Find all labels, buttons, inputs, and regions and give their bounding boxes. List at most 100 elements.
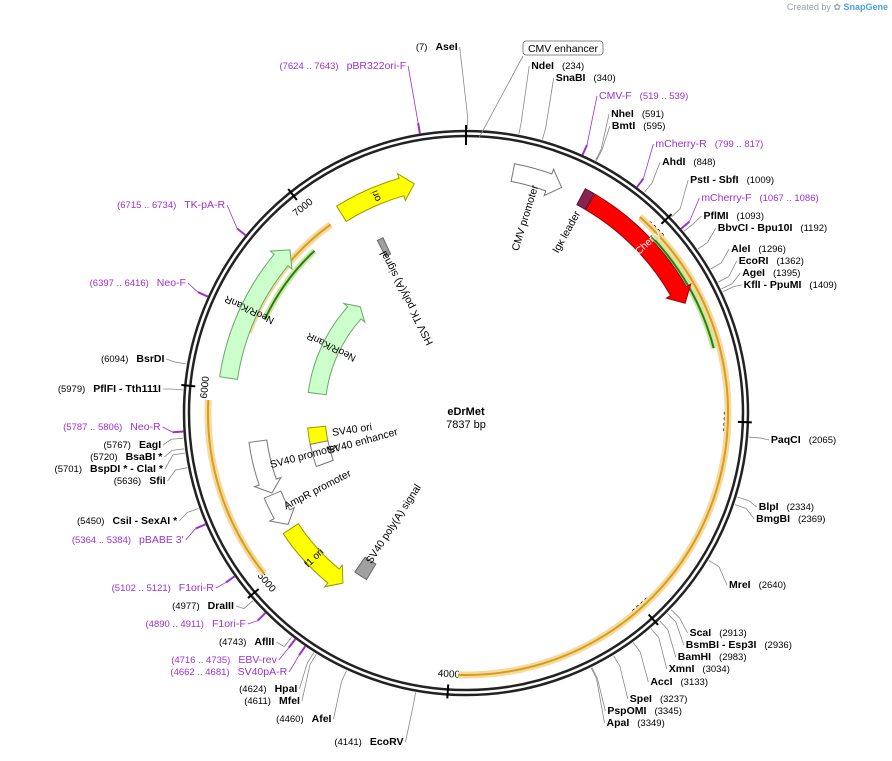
- enzyme-name: EagI: [139, 439, 161, 451]
- enzyme-site[interactable]: (6094)BsrDI: [101, 353, 187, 365]
- feature-ampr-promoter[interactable]: AmpR promoter: [263, 467, 354, 525]
- primer-name: mCherry-R: [655, 138, 707, 150]
- enzyme-site[interactable]: (5636)SfiI: [114, 467, 188, 487]
- enzyme-site[interactable]: (5720)BsaBI *: [90, 448, 185, 463]
- feature-label: SV40 poly(A) signal: [364, 482, 424, 566]
- enzyme-name: HpaI: [275, 683, 298, 695]
- enzyme-leader: [697, 241, 708, 250]
- feature-cmv-promoter[interactable]: CMV promoter: [510, 163, 563, 253]
- feature-hsv-tk-poly-a-signal[interactable]: HSV TK poly(A) signal: [376, 237, 436, 347]
- enzyme-leader: [405, 704, 414, 743]
- enzyme-label: (4611)MfeI: [244, 695, 300, 707]
- enzyme-position: (6094): [101, 354, 128, 365]
- enzyme-site[interactable]: EcoRI(1362): [717, 255, 804, 283]
- enzyme-leader: [708, 560, 720, 567]
- feature-sv40-poly-a-signal[interactable]: SV40 poly(A) signal: [354, 482, 424, 581]
- enzyme-site[interactable]: (5767)EagI: [104, 437, 184, 451]
- enzyme-site[interactable]: ScaI(2913): [670, 609, 747, 639]
- enzyme-name: AgeI: [742, 267, 765, 279]
- primer-leader: [247, 620, 258, 625]
- primer-site[interactable]: (5364 .. 5384)pBABE 3': [72, 523, 207, 546]
- enzyme-site[interactable]: PstI - SbfI(1009): [671, 174, 774, 218]
- enzyme-leader: [518, 122, 522, 135]
- primer-site[interactable]: (6397 .. 6416)Neo-F: [90, 277, 209, 298]
- feature-f1-ori[interactable]: f1 ori: [282, 523, 344, 588]
- enzyme-name: PaqCI: [771, 434, 801, 446]
- primer-site[interactable]: (4716 .. 4735)EBV-rev: [171, 638, 297, 666]
- primer-site[interactable]: (5102 .. 5121)F1ori-R: [112, 575, 236, 594]
- enzyme-site[interactable]: (4141)EcoRV: [334, 692, 417, 748]
- enzyme-leader: [718, 566, 728, 586]
- enzyme-position: (340): [593, 73, 615, 84]
- enzyme-site[interactable]: (4977)DraIII: [172, 600, 254, 612]
- primer-site[interactable]: (4662 .. 4681)SV40pA-R: [170, 645, 307, 678]
- primer-name: Neo-R: [130, 421, 161, 433]
- boxed-feature-label[interactable]: CMV enhancer: [478, 40, 604, 138]
- enzyme-leader: [178, 512, 188, 522]
- tick-mark: [660, 213, 673, 225]
- primer-mark: [236, 227, 247, 237]
- enzyme-position: (3034): [702, 664, 729, 675]
- enzyme-leader: [235, 605, 245, 610]
- primer-name: pBR322ori-F: [347, 60, 407, 72]
- enzyme-leader: [596, 149, 603, 161]
- enzyme-site[interactable]: AgeI(1395): [721, 267, 800, 290]
- enzyme-site[interactable]: NheI(591): [595, 108, 664, 161]
- enzyme-site[interactable]: BmtI(595): [596, 120, 665, 161]
- feature-shape: [376, 237, 392, 258]
- enzyme-site[interactable]: (7)AseI: [416, 41, 469, 130]
- enzyme-site[interactable]: BsmBI - Esp3I(2936): [666, 613, 792, 651]
- primer-site[interactable]: (6715 .. 6734)TK-pA-R: [117, 199, 247, 237]
- primer-site[interactable]: (7624 .. 7643)pBR322ori-F: [279, 60, 421, 134]
- enzyme-leader: [658, 637, 668, 670]
- enzyme-site[interactable]: SnaBI (340): [542, 72, 616, 140]
- enzyme-site[interactable]: AccI(3133): [632, 642, 708, 688]
- enzyme-site[interactable]: (4624)HpaI: [239, 652, 315, 695]
- enzyme-site[interactable]: (5701)BspDI * - ClaI *: [55, 452, 185, 475]
- enzyme-site[interactable]: SpeI(3237): [613, 655, 688, 705]
- enzyme-site[interactable]: PaqCI(2065): [748, 434, 836, 446]
- enzyme-site[interactable]: KflI - PpuMI(1409): [722, 279, 837, 293]
- enzyme-site[interactable]: BlpI(2334): [737, 496, 814, 513]
- primer-position: (5102 .. 5121): [112, 583, 171, 594]
- enzyme-site[interactable]: PflMI(1093): [683, 210, 764, 232]
- enzyme-site[interactable]: (4743)AflII: [219, 636, 292, 648]
- enzyme-site[interactable]: AhdI(848): [644, 156, 716, 193]
- enzyme-site[interactable]: AleI(1296): [710, 243, 786, 270]
- enzyme-leader: [651, 161, 661, 183]
- enzyme-site[interactable]: (4611)MfeI: [244, 654, 317, 707]
- enzyme-site[interactable]: (5450)CsiI - SexAI *: [77, 508, 199, 527]
- primer-site[interactable]: mCherry-R(799 .. 817): [635, 138, 764, 188]
- enzyme-site[interactable]: BamHI(2983): [659, 620, 747, 663]
- enzyme-site[interactable]: (4460)AfeI: [276, 670, 347, 725]
- enzyme-leader: [164, 450, 173, 458]
- feature-ig-leader[interactable]: Igκ leader: [550, 188, 595, 255]
- primer-label: (4662 .. 4681)SV40pA-R: [170, 666, 287, 678]
- primer-site[interactable]: (4890 .. 4911)F1ori-F: [146, 612, 267, 630]
- enzyme-leader: [164, 454, 174, 470]
- enzyme-site[interactable]: ApaI(3349): [590, 667, 665, 729]
- enzyme-name: SnaBI: [556, 72, 586, 84]
- enzyme-site[interactable]: XmnI(3034): [650, 628, 730, 675]
- feature-neor-kanr[interactable]: NeoR/KanR: [305, 302, 366, 396]
- feature-ori[interactable]: ori: [335, 172, 415, 223]
- enzyme-label: (5767)EagI: [104, 439, 162, 451]
- primer-name: EBV-rev: [238, 654, 277, 666]
- enzyme-name: PspOMI: [607, 705, 646, 717]
- enzyme-site[interactable]: BbvCI - Bpu10I(1192): [697, 222, 827, 250]
- enzyme-leader: [644, 182, 653, 193]
- enzyme-site[interactable]: BmgBI(2369): [734, 504, 826, 525]
- enzyme-position: (1296): [758, 244, 785, 255]
- primer-site[interactable]: CMV-F(519 .. 539): [581, 90, 688, 156]
- enzyme-site[interactable]: NdeI(234): [518, 60, 584, 135]
- primer-site[interactable]: (5787 .. 5806)Neo-R: [63, 421, 184, 434]
- enzyme-leader: [276, 641, 285, 647]
- primer-site[interactable]: mCherry-F(1067 .. 1086): [680, 192, 819, 230]
- enzyme-site[interactable]: PspOMI(3345): [591, 667, 682, 717]
- enzyme-site[interactable]: (5979)PflFI - Tth111I: [58, 383, 183, 395]
- enzyme-label: BmtI(595): [612, 120, 666, 132]
- enzyme-label: (5450)CsiI - SexAI *: [77, 515, 178, 527]
- enzyme-label: PspOMI(3345): [607, 705, 682, 717]
- enzyme-site[interactable]: MreI(2640): [708, 560, 786, 591]
- feature-mcherry[interactable]: mCherry: [585, 193, 692, 304]
